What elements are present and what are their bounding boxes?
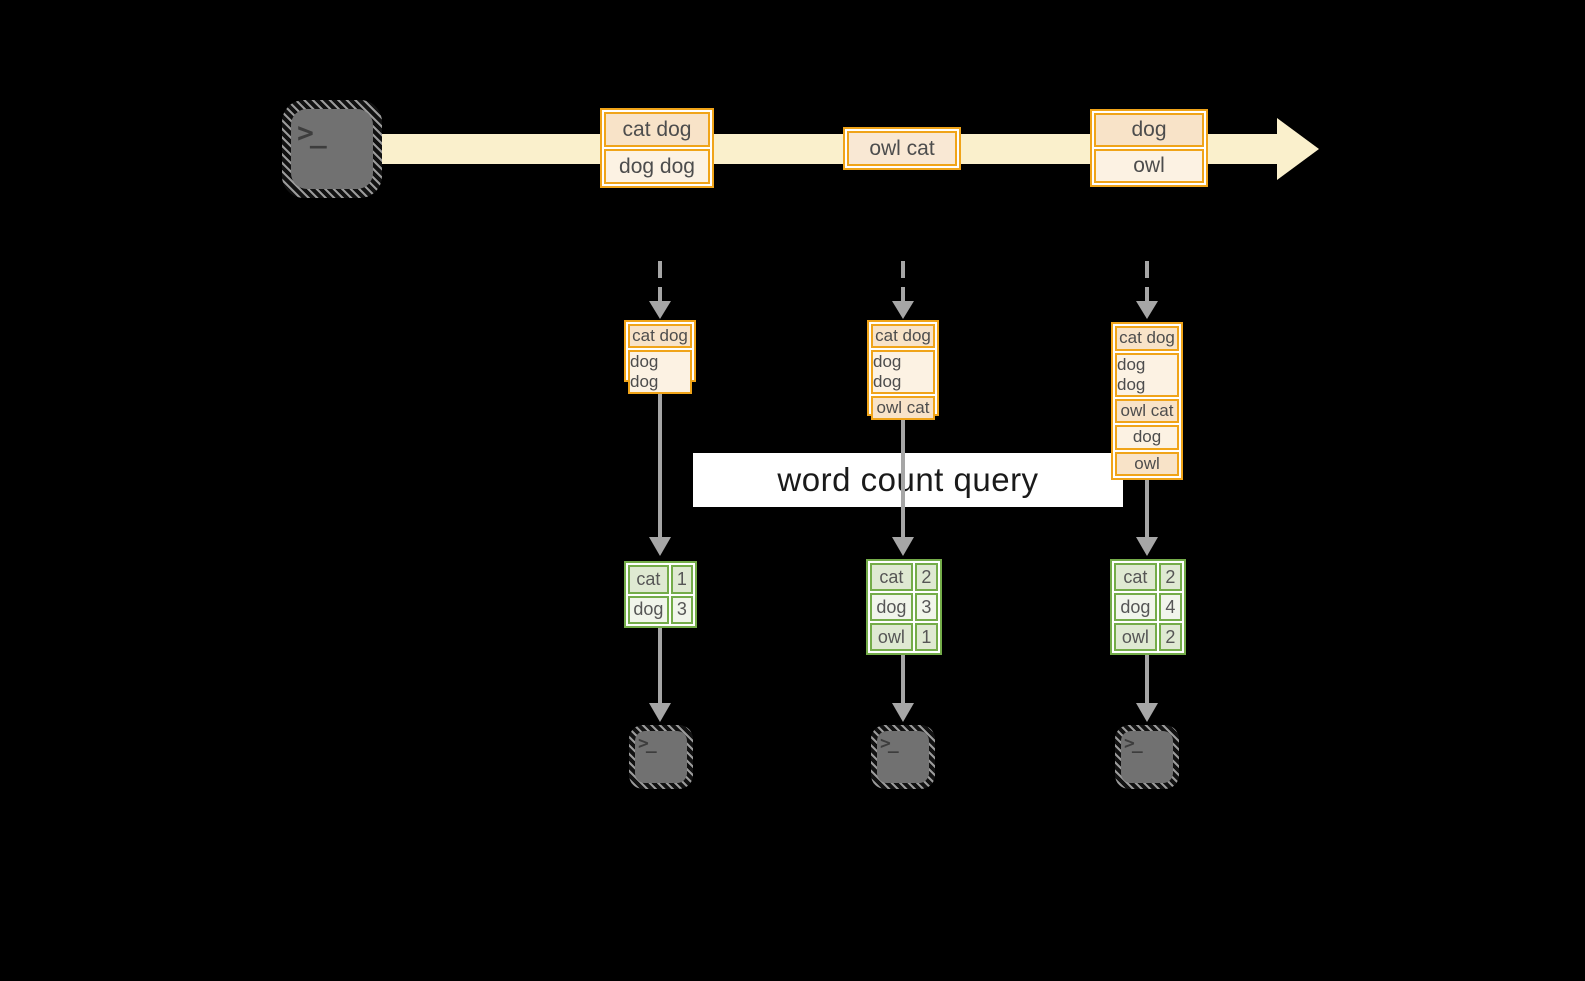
event-row: cat dog xyxy=(604,112,710,147)
state-box-1: cat dog dog dog xyxy=(624,320,696,394)
terminal-icon-body xyxy=(291,109,373,189)
dashed-arrow-1 xyxy=(649,261,671,319)
result-word: cat xyxy=(870,563,913,591)
terminal-icon-body xyxy=(635,731,687,783)
event-row: owl cat xyxy=(847,131,957,166)
terminal-prompt-glyph: >_ xyxy=(880,733,899,754)
terminal-icon-body xyxy=(1121,731,1173,783)
event-row: dog xyxy=(1094,113,1204,147)
state-box-3: cat dog dog dog owl cat dog owl xyxy=(1111,322,1183,480)
result-row: owl 2 xyxy=(1114,623,1182,651)
result-word: owl xyxy=(1114,623,1157,651)
query-label-box: word count query xyxy=(693,453,1123,507)
state-row: dog dog xyxy=(871,350,935,394)
result-count: 3 xyxy=(670,595,693,624)
result-table-2: cat 2 dog 3 owl 1 xyxy=(866,559,942,655)
event-row: owl xyxy=(1094,149,1204,183)
query-arrow-3 xyxy=(1136,480,1158,556)
state-row: dog xyxy=(1115,425,1179,450)
query-label-text: word count query xyxy=(777,461,1039,498)
state-row: dog dog xyxy=(628,350,692,394)
result-count: 2 xyxy=(1158,563,1182,591)
sink-arrow-2 xyxy=(892,655,914,722)
result-count: 4 xyxy=(1158,593,1182,621)
state-row: cat dog xyxy=(1115,326,1179,351)
result-row: owl 1 xyxy=(870,623,938,651)
result-word: cat xyxy=(1114,563,1157,591)
result-row: dog 3 xyxy=(870,593,938,621)
result-word: dog xyxy=(1114,593,1157,621)
state-row: owl xyxy=(1115,451,1179,476)
result-table-3: cat 2 dog 4 owl 2 xyxy=(1110,559,1186,655)
event-row: dog dog xyxy=(604,149,710,184)
result-row: dog 4 xyxy=(1114,593,1182,621)
result-word: cat xyxy=(628,565,669,594)
terminal-prompt-glyph: >_ xyxy=(1124,733,1143,754)
query-arrow-1 xyxy=(649,382,671,556)
state-row: cat dog xyxy=(628,324,692,348)
stream-event-box-3: dog owl xyxy=(1090,109,1208,187)
state-row: cat dog xyxy=(871,324,935,348)
result-count: 1 xyxy=(914,623,938,651)
sink-terminal-icon-1: >_ xyxy=(629,725,693,789)
state-box-2: cat dog dog dog owl cat xyxy=(867,320,939,420)
result-word: owl xyxy=(870,623,913,651)
state-row: owl cat xyxy=(1115,398,1179,423)
source-terminal-icon: >_ xyxy=(282,100,382,198)
result-count: 3 xyxy=(914,593,938,621)
dashed-arrow-3 xyxy=(1136,261,1158,319)
state-row: dog dog xyxy=(1115,352,1179,397)
stream-event-box-2: owl cat xyxy=(843,127,961,170)
sink-arrow-3 xyxy=(1136,655,1158,722)
terminal-icon-body xyxy=(877,731,929,783)
result-count: 1 xyxy=(670,565,693,594)
result-row: cat 2 xyxy=(1114,563,1182,591)
result-table-1: cat 1 dog 3 xyxy=(624,561,697,628)
state-row: owl cat xyxy=(871,396,935,420)
result-row: cat 2 xyxy=(870,563,938,591)
dashed-arrow-2 xyxy=(892,261,914,319)
stream-arrowhead xyxy=(1277,118,1319,180)
result-row: dog 3 xyxy=(628,595,693,624)
sink-terminal-icon-2: >_ xyxy=(871,725,935,789)
stream-event-box-1: cat dog dog dog xyxy=(600,108,714,188)
result-count: 2 xyxy=(914,563,938,591)
sink-terminal-icon-3: >_ xyxy=(1115,725,1179,789)
result-row: cat 1 xyxy=(628,565,693,594)
result-word: dog xyxy=(870,593,913,621)
sink-arrow-1 xyxy=(649,628,671,722)
terminal-prompt-glyph: >_ xyxy=(638,733,657,754)
result-word: dog xyxy=(628,595,669,624)
result-count: 2 xyxy=(1158,623,1182,651)
terminal-prompt-glyph: >_ xyxy=(297,116,327,149)
